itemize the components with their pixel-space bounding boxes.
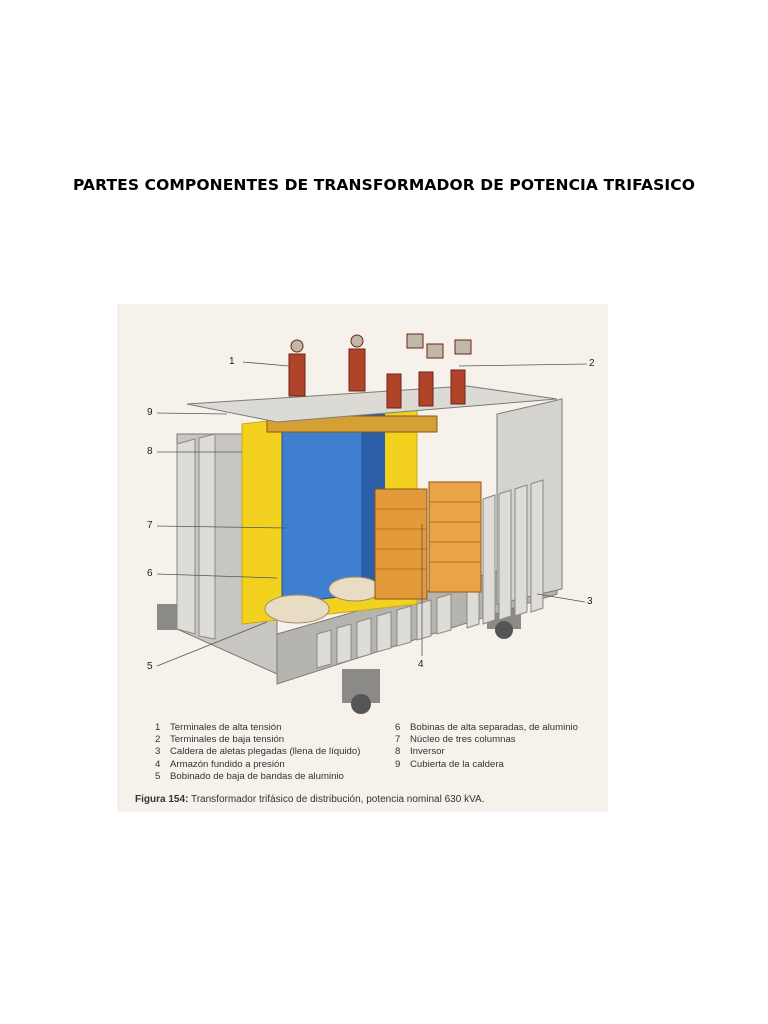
low-voltage-winding [264, 594, 330, 624]
callout-6: 6 [147, 568, 153, 579]
tank-right-wall [496, 398, 563, 605]
figure-caption: Figura 154: Transformador trifásico de d… [135, 794, 484, 805]
callout-2: 2 [589, 358, 595, 369]
core [281, 411, 363, 605]
callout-leaders [156, 361, 588, 667]
lv-bushings [386, 333, 472, 409]
high-voltage-coils [374, 481, 482, 600]
figure-caption-text: Transformador trifásico de distribución,… [190, 794, 485, 805]
callout-9: 9 [147, 407, 153, 418]
callout-3: 3 [587, 596, 593, 607]
transformer-illustration [156, 333, 588, 714]
cooling-fins [176, 433, 544, 669]
callout-8: 8 [147, 446, 153, 457]
figure-label: Figura 154: [135, 794, 189, 805]
page-title: PARTES COMPONENTES DE TRANSFORMADOR DE P… [73, 176, 695, 194]
callout-5: 5 [147, 661, 153, 672]
callout-7: 7 [147, 520, 153, 531]
callout-1: 1 [229, 356, 235, 367]
hv-bushings [288, 334, 366, 397]
callout-4: 4 [418, 659, 424, 670]
